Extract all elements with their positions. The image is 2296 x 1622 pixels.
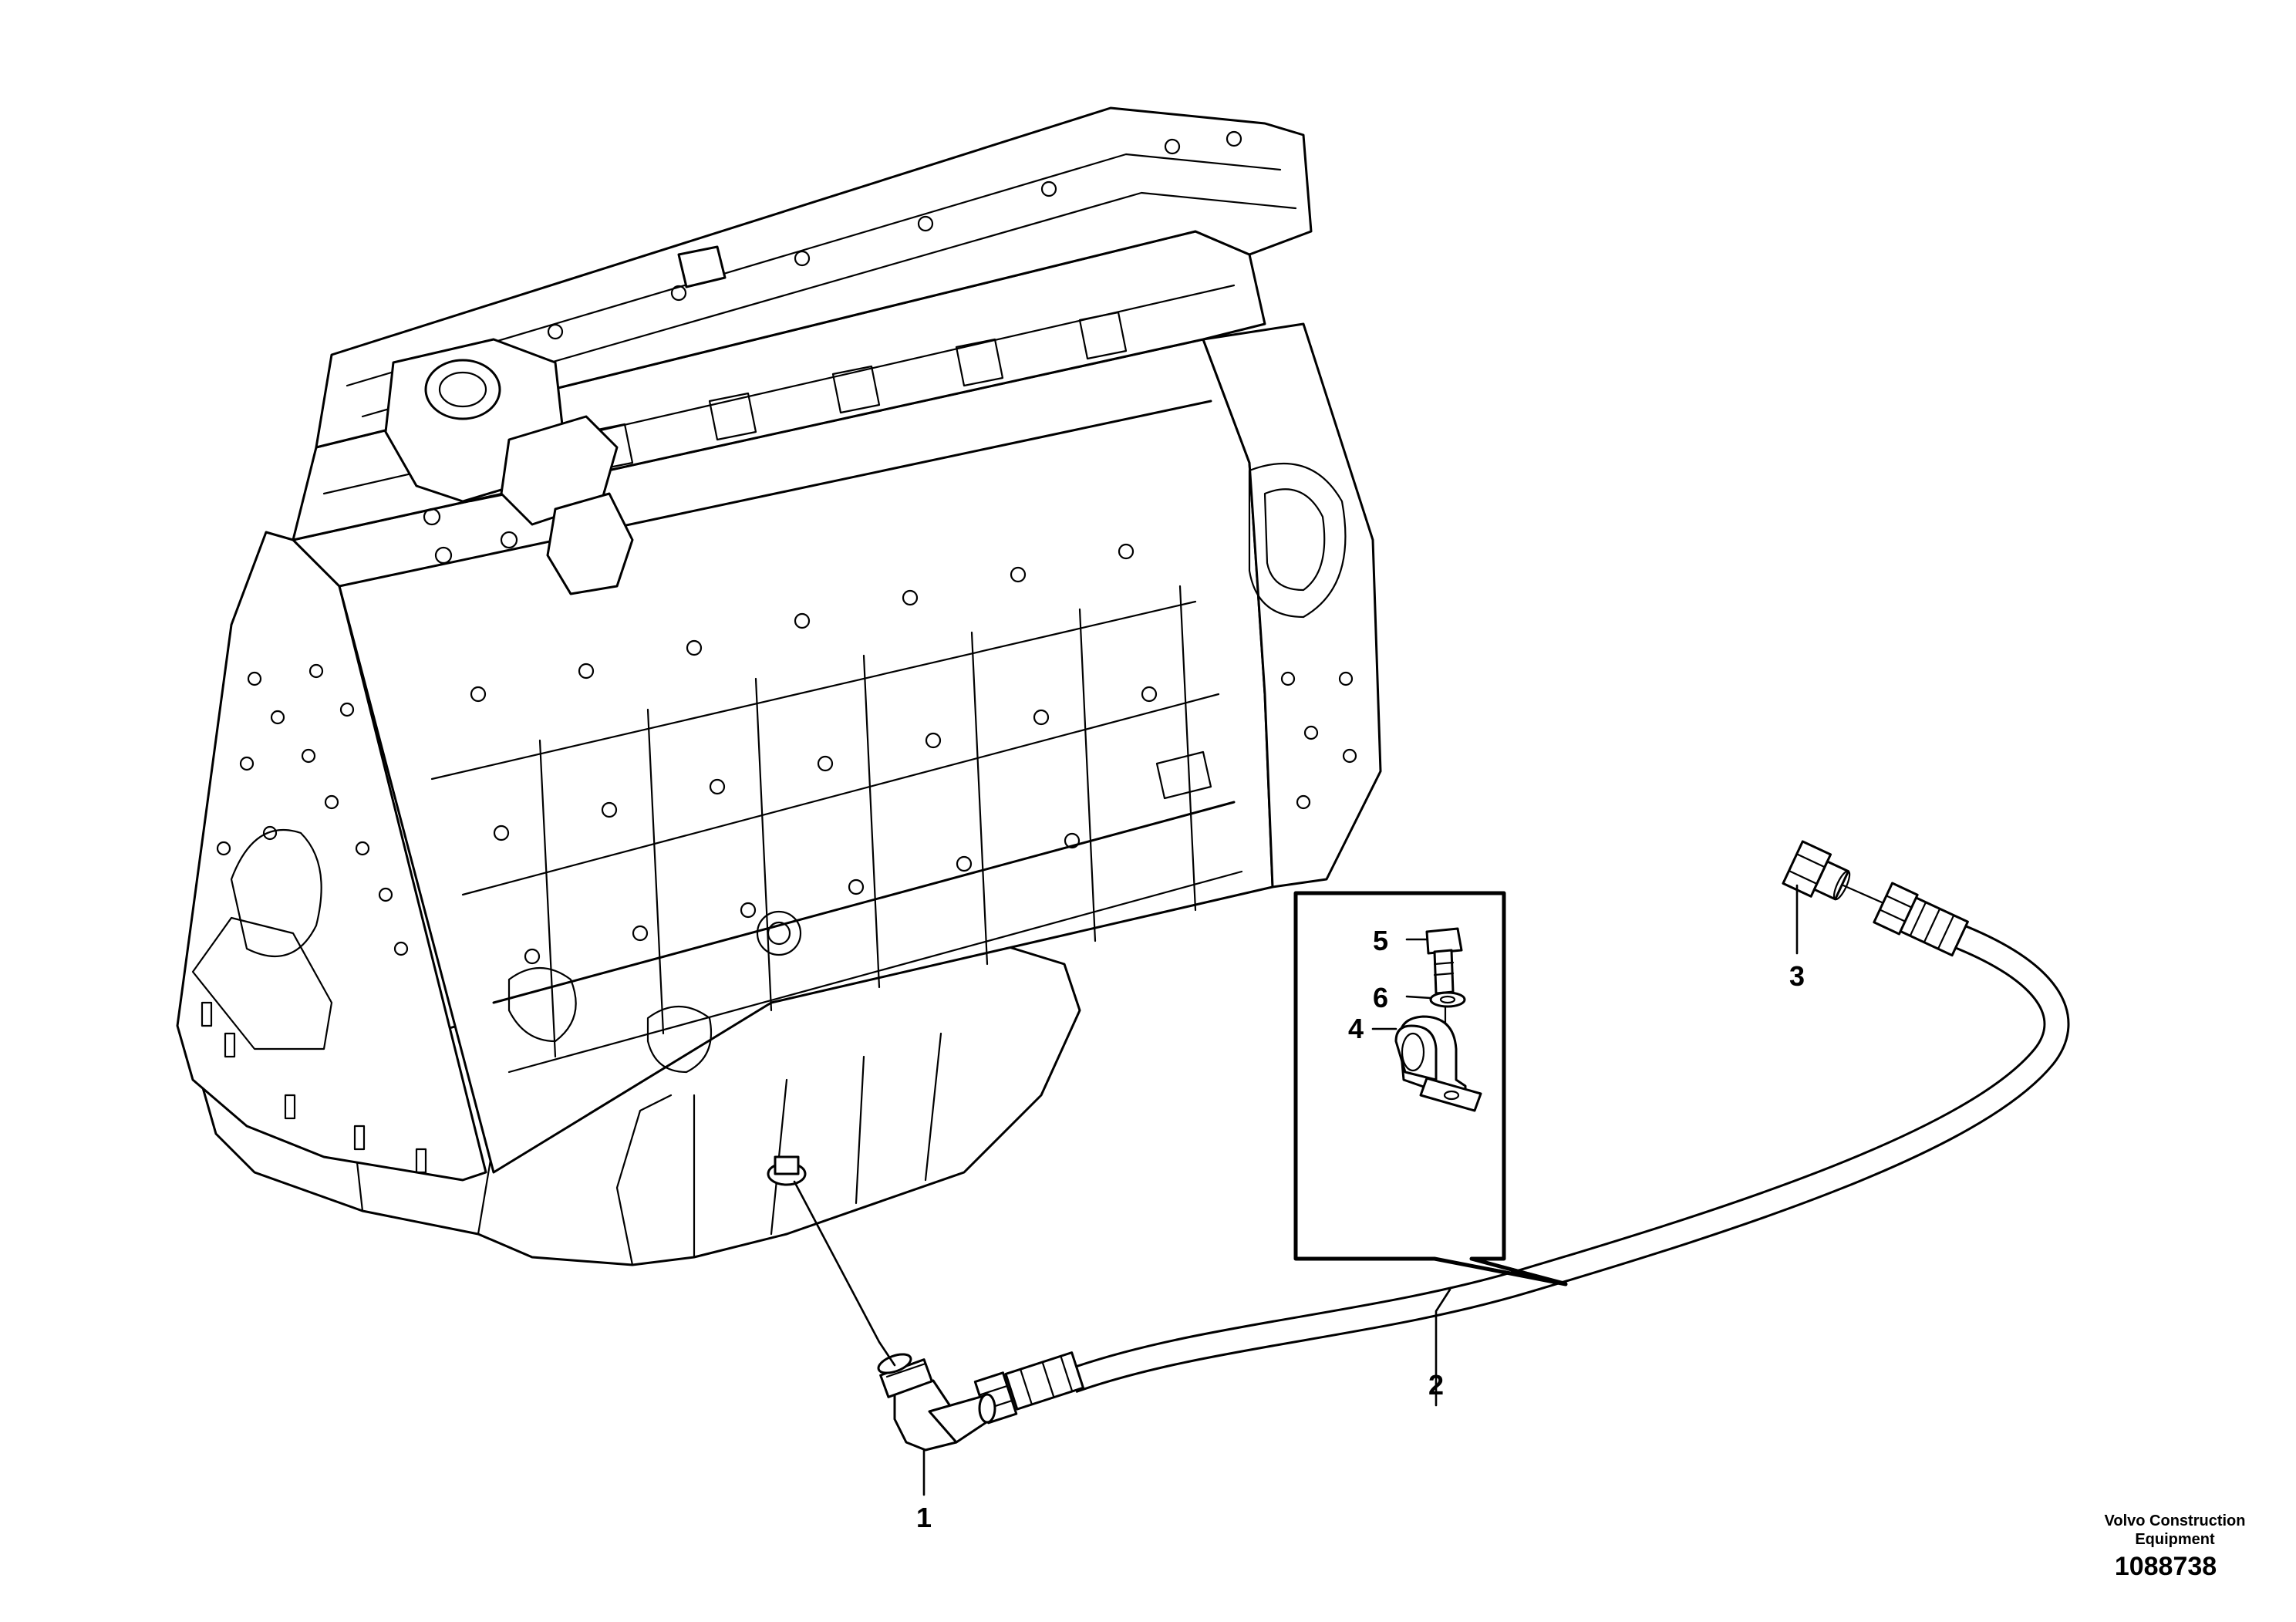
callout-2: 2	[1428, 1369, 1444, 1401]
clamp-4	[1394, 1015, 1482, 1112]
callout-1: 1	[916, 1502, 932, 1533]
callout-6: 6	[1373, 982, 1388, 1013]
engine-block-drawing	[176, 106, 1382, 1266]
callout-4: 4	[1348, 1013, 1364, 1044]
publisher-line-2: Equipment	[2135, 1531, 2215, 1548]
publisher-line-1: Volvo Construction	[2105, 1512, 2246, 1529]
leader-lines	[793, 884, 1799, 1496]
document-number: 1088738	[2115, 1552, 2217, 1581]
bolt-5	[1425, 927, 1463, 995]
clamp-detail-inset	[1293, 891, 1568, 1286]
elbow-fitting-1	[877, 1353, 996, 1452]
washer-6	[1429, 991, 1466, 1008]
adapter-fitting-3	[1782, 840, 1851, 901]
oil-drain-hose-drawing	[877, 840, 2070, 1452]
callout-5: 5	[1373, 925, 1388, 956]
callout-3: 3	[1789, 960, 1805, 992]
